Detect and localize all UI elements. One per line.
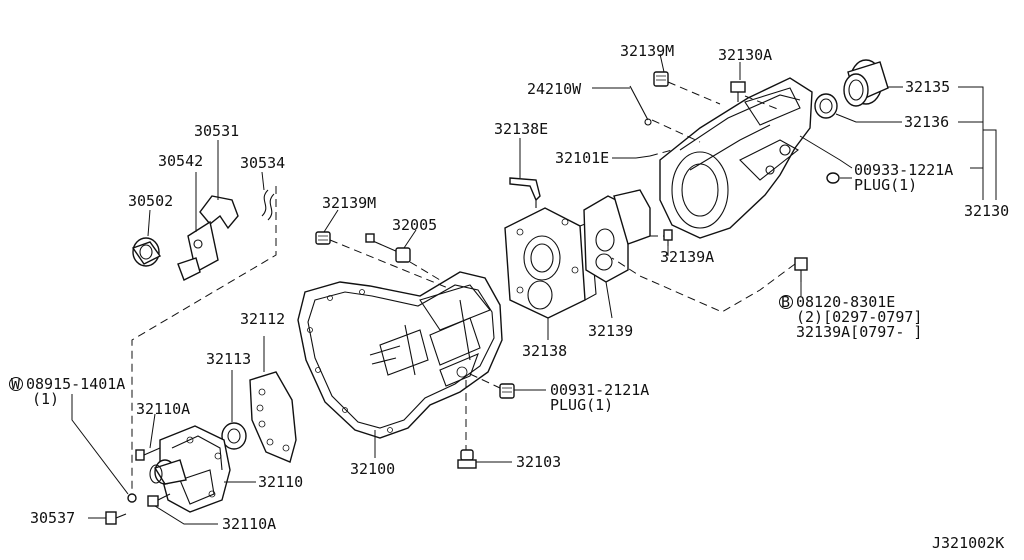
bolt-32139A xyxy=(663,229,673,246)
callout-30542: 30542 xyxy=(158,152,203,170)
callout-32005: 32005 xyxy=(392,216,437,234)
dash-32139M-mid xyxy=(329,239,449,289)
b-marker: B xyxy=(781,293,790,311)
pin-32101E xyxy=(635,155,651,159)
drawing-code: J321002K xyxy=(932,534,1004,552)
bearing-30502 xyxy=(131,237,162,267)
callout-32130A: 32130A xyxy=(718,46,772,64)
callout-plug-top: PLUG(1) xyxy=(854,176,917,194)
callout-32139: 32139 xyxy=(588,322,633,340)
dash-08120 xyxy=(611,257,796,313)
callout-32112: 32112 xyxy=(240,310,285,328)
callout-32139A: 32139A xyxy=(660,248,714,266)
seal-32113 xyxy=(221,422,247,450)
leader-32110A-top xyxy=(149,413,156,449)
bolt-32130A xyxy=(730,81,746,102)
leader-32139M-top xyxy=(659,53,665,73)
bolt-30537 xyxy=(105,511,127,525)
plug-32139M-mid xyxy=(315,231,331,245)
callout-30502: 30502 xyxy=(128,192,173,210)
callout-plug-mid: PLUG(1) xyxy=(550,396,613,414)
callout-32139M-mid: 32139M xyxy=(322,194,376,212)
callout-30531: 30531 xyxy=(194,122,239,140)
bolt-32110A-top xyxy=(135,447,161,461)
dash-32101E xyxy=(649,149,673,157)
washer-08915 xyxy=(127,493,137,503)
plug-00931 xyxy=(499,383,515,399)
leader-32139 xyxy=(605,281,613,319)
extension-housing-32130 xyxy=(659,77,813,239)
leader-32136-part xyxy=(835,113,902,123)
ring-32136 xyxy=(814,93,838,119)
tube-32138E xyxy=(509,177,541,208)
dash-32139M-top xyxy=(667,81,721,105)
callout-32110: 32110 xyxy=(258,473,303,491)
seal-32135 xyxy=(843,59,889,107)
plug-32139M-top xyxy=(653,71,669,87)
callout-30537: 30537 xyxy=(30,509,75,527)
callout-32138: 32138 xyxy=(522,342,567,360)
dash-24210W xyxy=(651,119,701,143)
b-marker-circle xyxy=(779,295,793,309)
callout-32110A-bot: 32110A xyxy=(222,515,276,533)
leader-32005 xyxy=(403,229,417,249)
callout-08915-1401A: 08915-1401A xyxy=(26,375,125,393)
leader-32110A-bot xyxy=(154,505,218,525)
callout-qty-1: (1) xyxy=(32,390,59,408)
callout-32101E: 32101E xyxy=(555,149,609,167)
callout-note-2: (2)[0297-0797] xyxy=(796,308,922,326)
callout-note-32139A: 32139A[0797- ] xyxy=(796,323,922,341)
leader-30534 xyxy=(261,171,265,191)
callout-32135: 32135 xyxy=(905,78,950,96)
gasket-32139 xyxy=(583,189,651,283)
dash-32130A xyxy=(744,95,781,111)
callout-32113: 32113 xyxy=(206,350,251,368)
leader-32139M-mid xyxy=(323,209,339,233)
adapter-plate-32138 xyxy=(504,207,597,319)
callout-32100: 32100 xyxy=(350,460,395,478)
callout-32103: 32103 xyxy=(516,453,561,471)
callout-32136: 32136 xyxy=(904,113,949,131)
bolt-08120 xyxy=(794,257,808,282)
leader-00933-part xyxy=(799,135,853,169)
leader-08915 xyxy=(71,394,129,495)
callout-32139M-top: 32139M xyxy=(620,42,674,60)
leader-32135 xyxy=(958,86,984,200)
bolt-32110A-bot xyxy=(147,493,171,507)
w-marker: W xyxy=(11,375,21,393)
bracket-32130 xyxy=(983,129,997,200)
callout-00933-1221A: 00933-1221A xyxy=(854,161,953,179)
switch-32005 xyxy=(365,233,411,263)
fork-30531 xyxy=(177,195,239,281)
leader-30502 xyxy=(147,209,151,237)
clip-24210W xyxy=(629,85,652,126)
callout-32110A-top: 32110A xyxy=(136,400,190,418)
plug-32103 xyxy=(457,449,477,469)
callout-32138E: 32138E xyxy=(494,120,548,138)
w-marker-circle xyxy=(9,377,23,391)
gasket-32112 xyxy=(249,371,297,463)
plug-00933 xyxy=(826,172,840,184)
callout-00931-2121A: 00931-2121A xyxy=(550,381,649,399)
spring-30534 xyxy=(261,189,275,221)
callout-32130: 32130 xyxy=(964,202,1009,220)
callout-24210W: 24210W xyxy=(527,80,582,98)
transmission-case-32100 xyxy=(297,271,503,439)
callout-08120-8301E: 08120-8301E xyxy=(796,293,895,311)
dash-00931 xyxy=(469,373,501,389)
dash-32005 xyxy=(409,261,441,281)
front-cover-32110 xyxy=(149,425,231,513)
callout-30534: 30534 xyxy=(240,154,285,172)
dash-enclosure xyxy=(131,186,277,500)
